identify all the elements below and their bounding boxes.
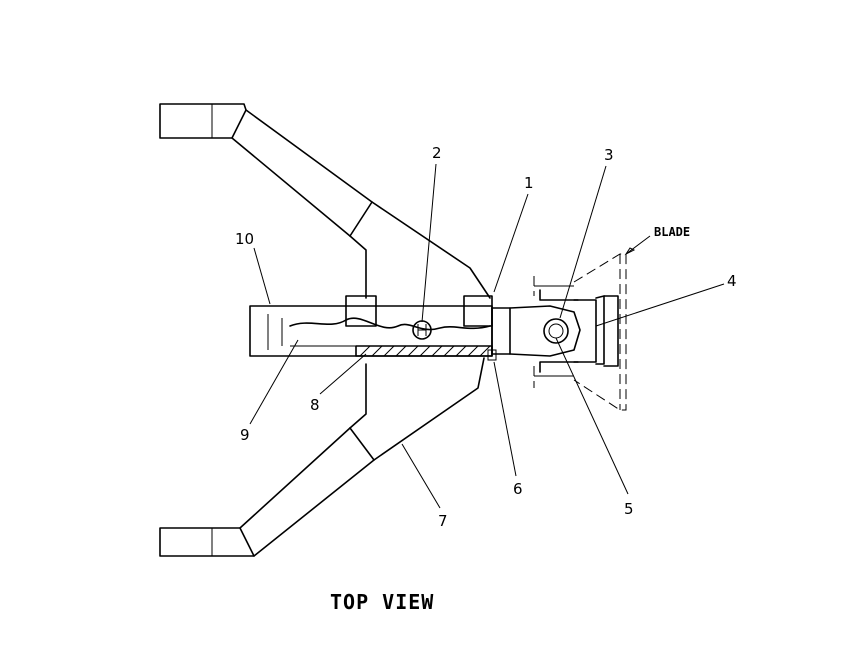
callout-6: 6 — [513, 480, 523, 498]
cylinder-assembly — [249, 295, 511, 361]
callout-2: 2 — [432, 144, 442, 162]
callout-8: 8 — [310, 396, 320, 414]
blade-outline — [533, 253, 627, 411]
diagram-caption: TOP VIEW — [330, 590, 434, 614]
callout-3: 3 — [604, 146, 614, 164]
callout-5: 5 — [624, 500, 634, 518]
lower-push-arm — [159, 357, 485, 557]
callout-4: 4 — [727, 272, 737, 290]
trunnion-joint — [509, 285, 619, 377]
upper-push-arm — [159, 103, 491, 299]
callout-1: 1 — [524, 174, 534, 192]
blade-label: BLADE — [654, 225, 690, 239]
callout-7: 7 — [438, 512, 448, 530]
leader-lines — [249, 163, 725, 509]
callout-9: 9 — [240, 426, 250, 444]
callout-10: 10 — [235, 230, 254, 248]
